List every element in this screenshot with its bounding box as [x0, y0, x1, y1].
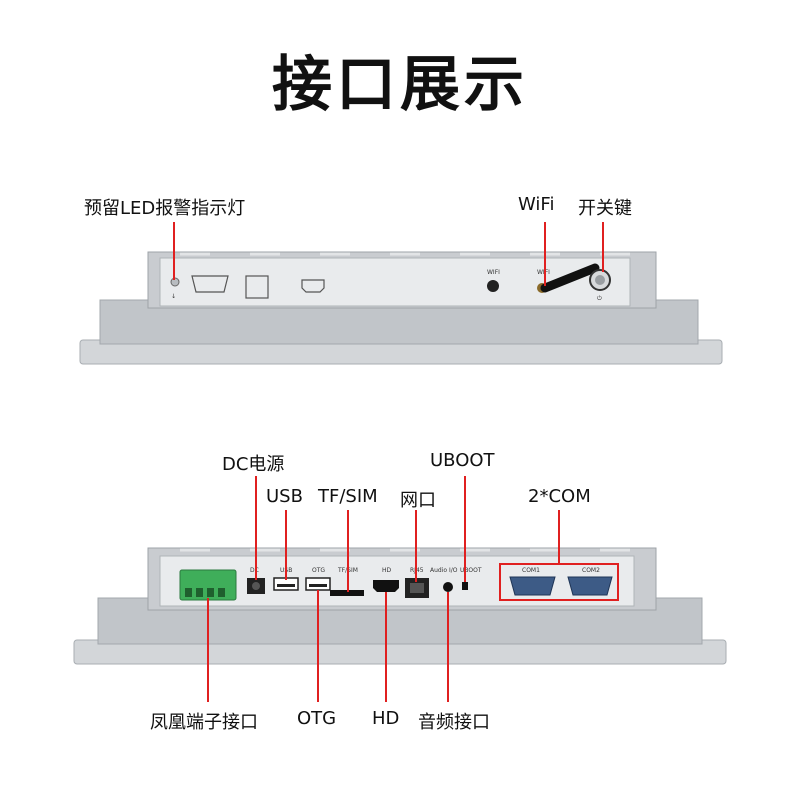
phoenix-callout-line	[207, 598, 209, 702]
top-device: ↓ WIFI WIFI ⏻	[79, 251, 723, 365]
com1-port-icon	[509, 576, 556, 596]
wifi-antenna-icon	[540, 263, 600, 293]
com-callout-line	[558, 510, 560, 564]
uboot-callout-label: UBOOT	[430, 450, 495, 471]
db9-cutout-icon	[191, 275, 229, 293]
uboot-port-label: UBOOT	[460, 567, 482, 574]
audio-callout-label: 音频接口	[418, 712, 490, 733]
hd-port-label: HD	[382, 567, 392, 574]
power-callout-line	[602, 222, 604, 272]
hd-callout-label: HD	[372, 708, 400, 729]
tfsim-callout-line	[347, 510, 349, 592]
hdmi-port-icon	[373, 580, 399, 592]
com2-port-icon	[567, 576, 613, 596]
page-title: 接口展示	[272, 50, 528, 120]
com2-port-label: COM2	[582, 567, 600, 574]
svg-text:⏻: ⏻	[597, 295, 602, 302]
usb-callout-label: USB	[266, 486, 303, 507]
audio-jack-icon	[443, 582, 453, 592]
lan-callout-line	[415, 510, 417, 582]
square-cutout-icon	[245, 275, 269, 299]
led-indicator-icon	[170, 277, 180, 287]
wifi-port-label: WIFI	[487, 269, 500, 276]
audio-callout-line	[447, 592, 449, 702]
hdmi-cutout-icon	[301, 279, 325, 293]
dc-callout-line	[255, 476, 257, 580]
com-callout-label: 2*COM	[528, 486, 591, 507]
com-highlight-box	[499, 563, 619, 601]
power-callout-label: 开关键	[578, 198, 632, 219]
hd-callout-line	[385, 592, 387, 702]
dc-callout-label: DC电源	[222, 454, 285, 475]
tfsim-slot-icon	[330, 590, 364, 596]
otg-port-label: OTG	[312, 567, 325, 574]
led-callout-line	[173, 222, 175, 280]
otg-callout-line	[317, 590, 319, 702]
dc-port-label: DC	[250, 567, 259, 574]
bottom-device: DC USB OTG TF/SIM HD RJ45 Audio I/O	[73, 547, 727, 665]
audio-port-label: Audio I/O	[430, 567, 458, 574]
uboot-callout-line	[464, 476, 466, 582]
usb-callout-line	[285, 510, 287, 580]
otg-callout-label: OTG	[297, 708, 337, 729]
wifi-callout-line	[544, 222, 546, 286]
uboot-button-icon	[462, 582, 468, 590]
top-device-port-face	[159, 257, 631, 307]
wifi2-port-label: WIFI	[537, 269, 550, 276]
wifi-port-1-icon	[487, 280, 499, 292]
tfsim-callout-label: TF/SIM	[318, 486, 378, 507]
phoenix-callout-label: 凤凰端子接口	[150, 712, 258, 733]
wifi-callout-label: WiFi	[518, 194, 555, 215]
svg-text:↓: ↓	[171, 293, 176, 300]
lan-callout-label: 网口	[400, 490, 436, 511]
com1-port-label: COM1	[522, 567, 540, 574]
led-callout-label: 预留LED报警指示灯	[84, 198, 246, 219]
